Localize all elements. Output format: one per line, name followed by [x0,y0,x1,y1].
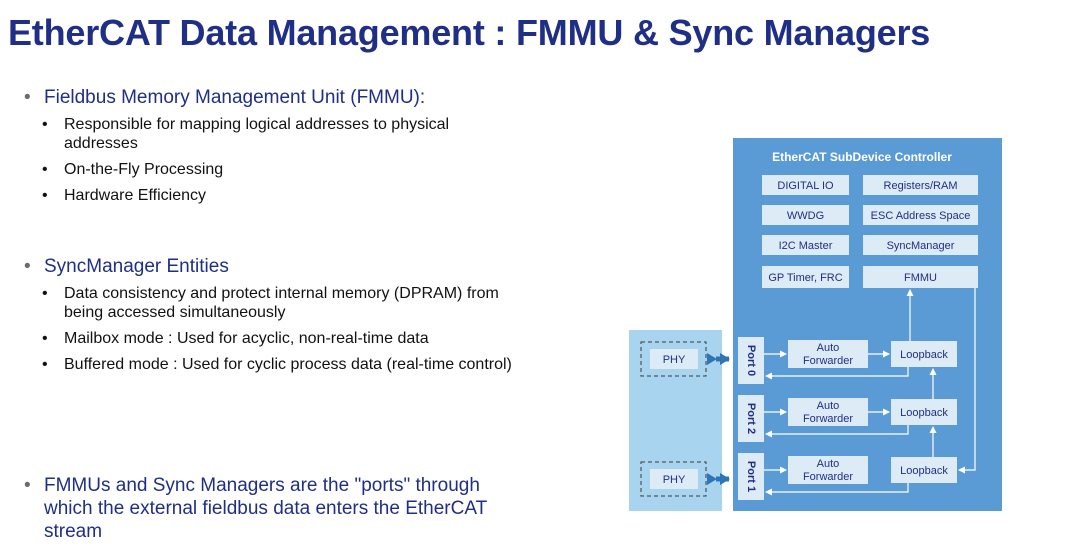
fmmu-item: Hardware Efficiency [22,186,542,205]
syncmanager-item: Buffered mode : Used for cyclic process … [22,355,542,374]
block-digital-io: DIGITAL IO [777,180,834,192]
svg-text:Forwarder: Forwarder [803,355,853,367]
block-wwdg: WWDG [787,210,824,222]
fmmu-item: On-the-Fly Processing [22,160,542,179]
phy-label: PHY [663,354,686,366]
controller-panel [733,138,1002,511]
flow-connectors [764,288,976,496]
auto-forwarders: Auto Forwarder Auto Forwarder Auto Forwa… [788,340,868,484]
block-esc-address-space: ESC Address Space [871,210,971,222]
svg-text:Auto: Auto [817,458,840,470]
closing-section: FMMUs and Sync Managers are the "ports" … [22,474,522,543]
fmmu-item: Responsible for mapping logical addresse… [22,115,542,153]
block-syncmanager: SyncManager [887,240,955,252]
function-blocks: DIGITAL IO Registers/RAM WWDG ESC Addres… [762,175,978,288]
svg-text:Forwarder: Forwarder [803,471,853,483]
fmmu-section: Fieldbus Memory Management Unit (FMMU): … [22,86,542,212]
block-gp-timer: GP Timer, FRC [768,272,842,284]
ports: Port 0 Port 2 Port 1 [738,337,764,500]
phy-blocks: PHY PHY [640,341,707,497]
block-registers-ram: Registers/RAM [884,180,958,192]
svg-text:Loopback: Loopback [900,465,948,477]
syncmanager-list: Data consistency and protect internal me… [22,284,542,374]
svg-text:Auto: Auto [817,342,840,354]
port-2-label: Port 2 [745,403,757,434]
svg-text:Auto: Auto [817,400,840,412]
svg-text:Loopback: Loopback [900,407,948,419]
svg-text:Forwarder: Forwarder [803,413,853,425]
block-fmmu: FMMU [904,272,937,284]
fmmu-heading: Fieldbus Memory Management Unit (FMMU): [22,86,542,109]
phy-label: PHY [663,474,686,486]
syncmanager-section: SyncManager Entities Data consistency an… [22,255,542,381]
page-title: EtherCAT Data Management : FMMU & Sync M… [8,12,931,53]
syncmanager-item: Mailbox mode : Used for acyclic, non-rea… [22,329,542,348]
controller-title: EtherCAT SubDevice Controller [772,150,952,164]
block-i2c-master: I2C Master [779,240,833,252]
loopbacks: Loopback Loopback Loopback [891,341,957,483]
port-1-label: Port 1 [745,461,757,492]
fmmu-list: Responsible for mapping logical addresse… [22,115,542,205]
port-0-label: Port 0 [745,345,757,376]
syncmanager-heading: SyncManager Entities [22,255,542,278]
svg-text:Loopback: Loopback [900,349,948,361]
phy-port-links [707,353,730,485]
syncmanager-item: Data consistency and protect internal me… [22,284,542,322]
closing-statement: FMMUs and Sync Managers are the "ports" … [22,474,522,543]
